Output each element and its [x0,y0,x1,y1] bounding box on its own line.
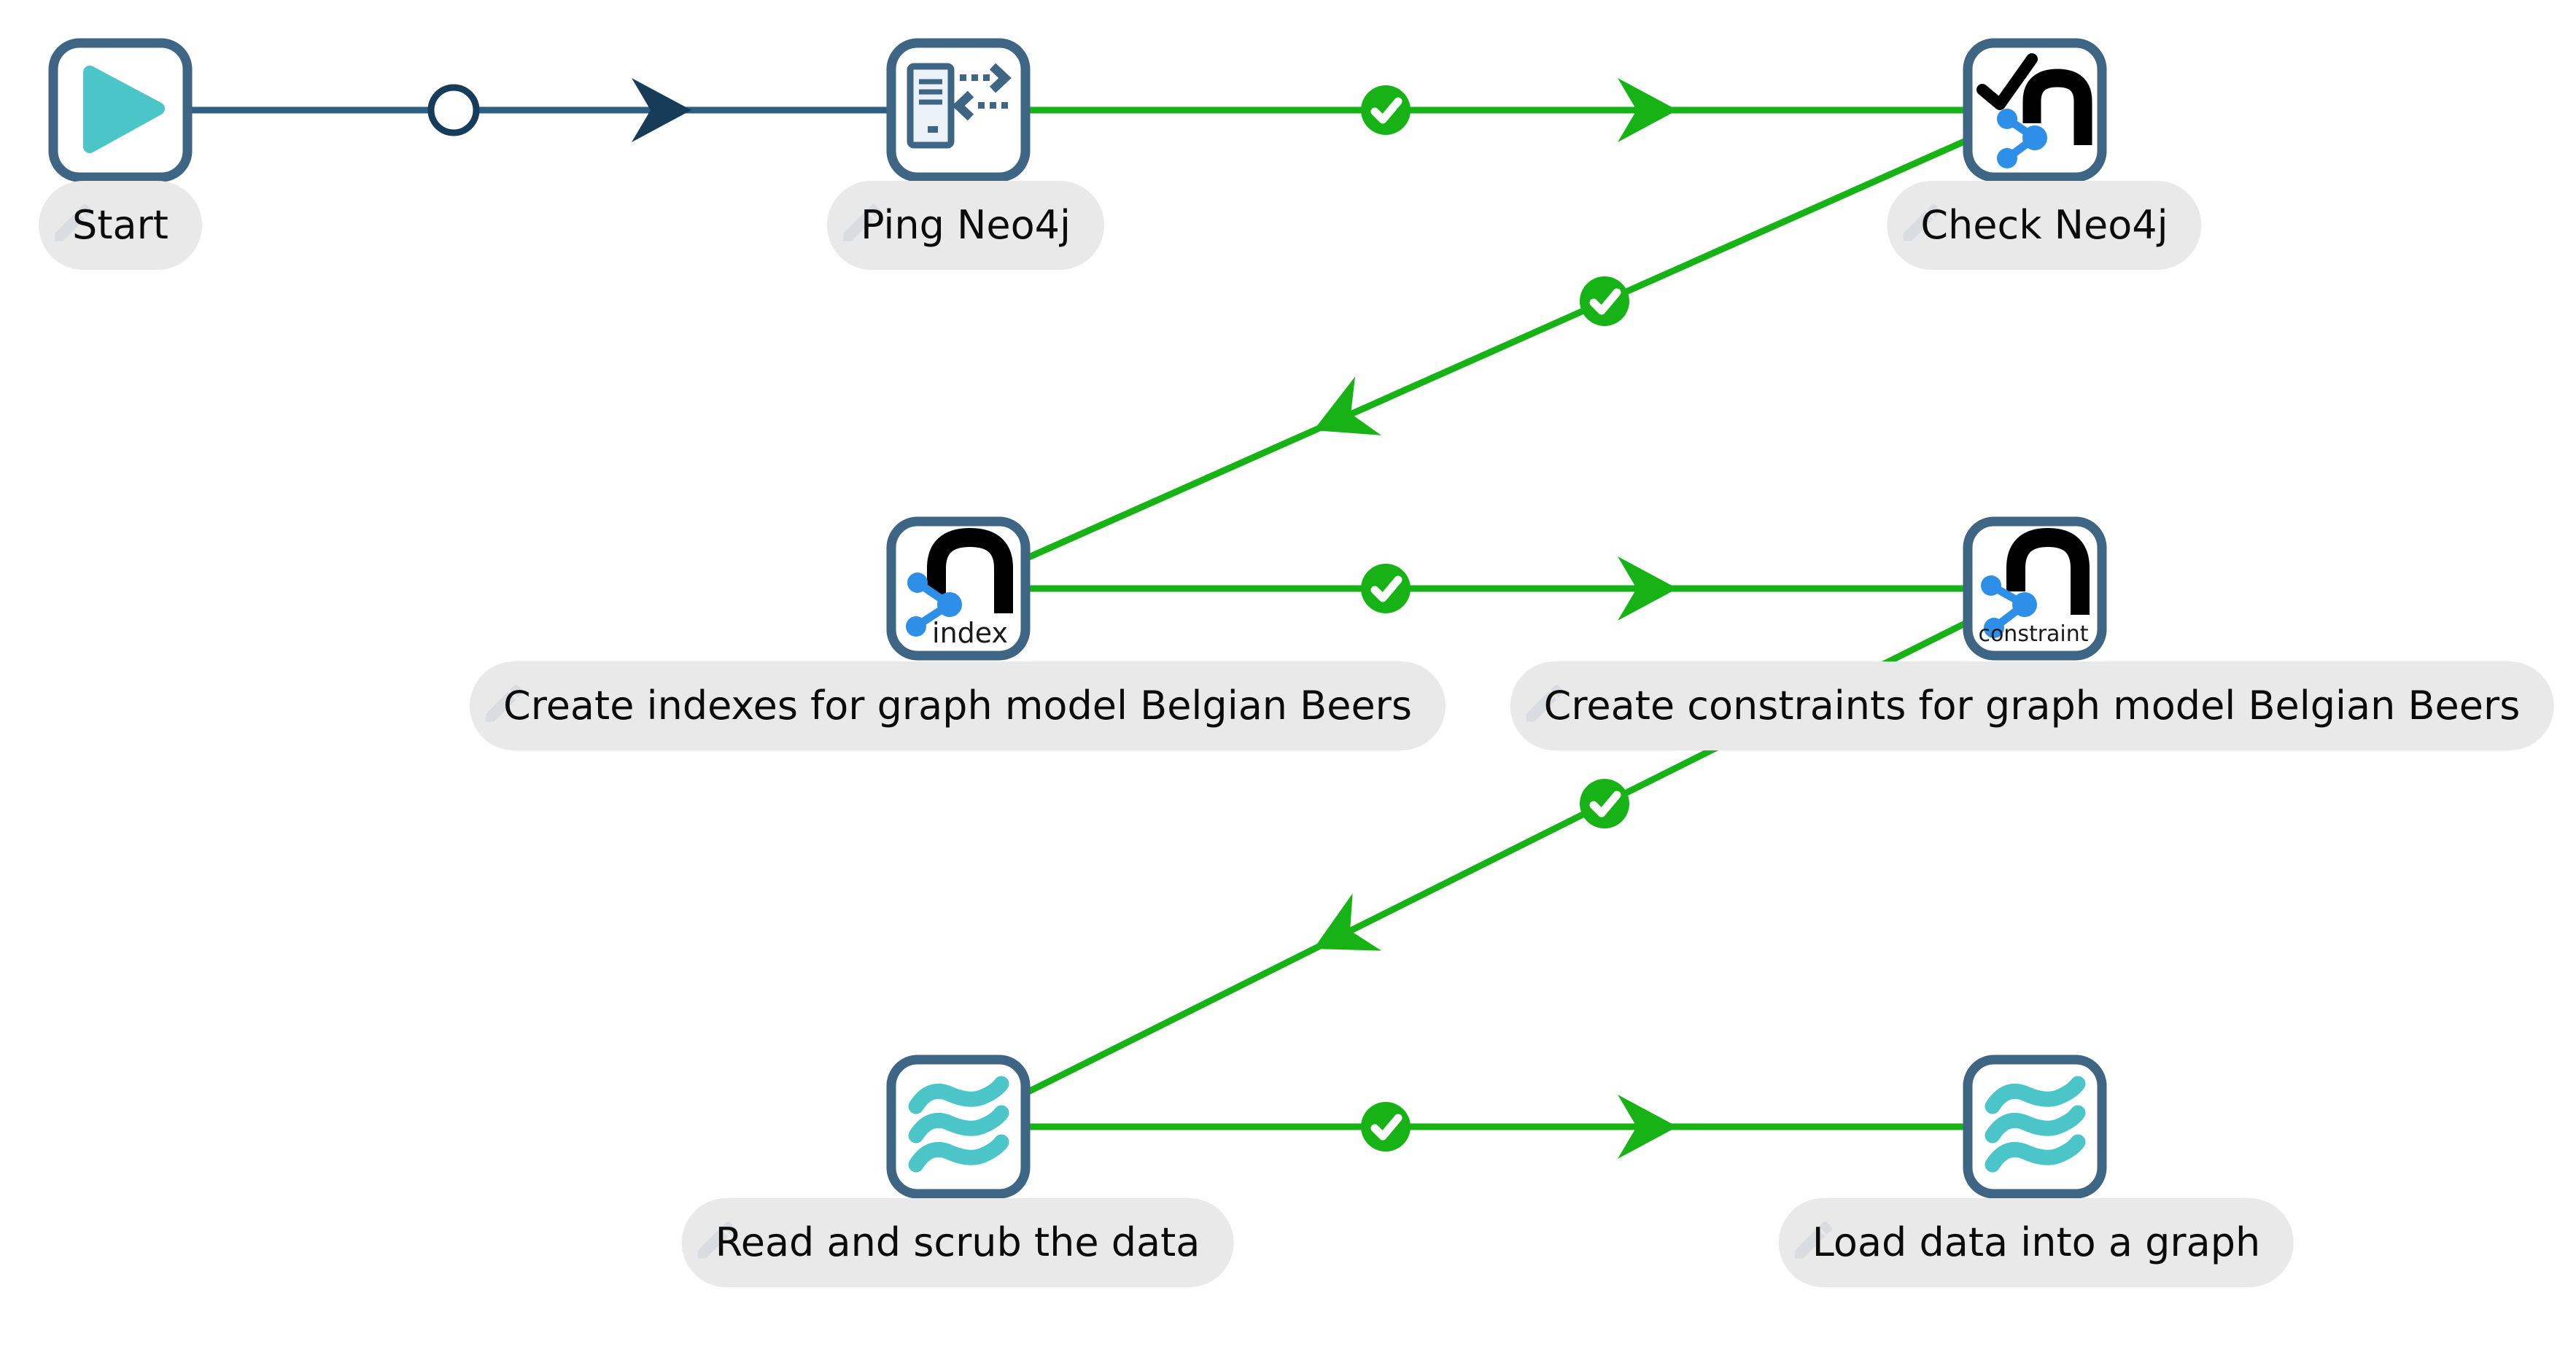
node-create-indexes[interactable]: index [886,516,1031,661]
waves-icon [908,1076,1009,1173]
node-load-graph[interactable] [1963,1055,2107,1199]
arrowhead-icon [1314,893,1382,951]
node-label-text: Load data into a graph [1812,1219,2261,1265]
node-check-neo4j[interactable] [1963,38,2107,182]
node-ping-neo4j[interactable] [886,38,1031,182]
unconditional-circle-icon [427,84,480,136]
edit-pencil-icon [49,190,97,241]
node-create-constraints[interactable]: constraint [1963,516,2107,661]
edit-pencil-icon [837,190,885,241]
success-check-icon [1361,564,1411,613]
success-check-icon [1361,85,1411,135]
node-label-text: Read and scrub the data [715,1219,1200,1265]
icon-caption: index [932,617,1008,649]
node-read-scrub[interactable] [886,1055,1031,1199]
node-label-create-constraints[interactable]: Create constraints for graph model Belgi… [1510,661,2554,750]
arrowhead-icon [1618,78,1677,142]
hop-ping-to-check[interactable] [1025,78,1968,142]
node-label-text: Check Neo4j [1920,202,2168,248]
server-ping-icon [907,63,1012,149]
icon-caption: constraint [1978,621,2088,647]
node-label-text: Create constraints for graph model Belgi… [1543,683,2521,729]
edit-pencil-icon [1789,1207,1837,1259]
hop-read-to-load[interactable] [1025,1095,1968,1159]
hop-check-to-indexes[interactable] [957,106,2036,592]
neo4j-graph-icon: index [906,527,1013,649]
success-check-icon [1580,779,1629,828]
waves-icon [1985,1076,2086,1173]
hop-line[interactable] [957,106,2036,592]
neo4j-graph-icon: constraint [1978,527,2090,647]
success-check-icon [1580,276,1629,326]
edit-pencil-icon [1897,190,1945,241]
hop-start-to-ping[interactable] [187,78,891,142]
arrowhead-icon [1314,376,1381,435]
node-label-text: Ping Neo4j [860,202,1071,248]
play-icon [83,66,165,153]
edit-pencil-icon [480,670,528,722]
success-check-icon [1361,1102,1411,1152]
edit-pencil-icon [692,1207,740,1259]
node-label-load-graph[interactable]: Load data into a graph [1778,1198,2294,1287]
node-label-ping-neo4j[interactable]: Ping Neo4j [826,181,1105,270]
arrowhead-icon [632,78,691,142]
arrowhead-icon [1618,1095,1677,1159]
hop-indexes-to-constraints[interactable] [1025,556,1968,621]
node-label-check-neo4j[interactable]: Check Neo4j [1887,181,2202,270]
node-start[interactable] [48,38,193,182]
arrowhead-icon [1618,556,1677,621]
node-label-read-scrub[interactable]: Read and scrub the data [681,1198,1234,1287]
edit-pencil-icon [1521,670,1569,722]
node-label-text: Start [72,202,168,248]
neo4j-check-icon [1976,53,2092,168]
node-label-text: Create indexes for graph model Belgian B… [503,683,1413,729]
node-label-create-indexes[interactable]: Create indexes for graph model Belgian B… [469,661,1446,750]
node-label-start[interactable]: Start [39,181,202,270]
